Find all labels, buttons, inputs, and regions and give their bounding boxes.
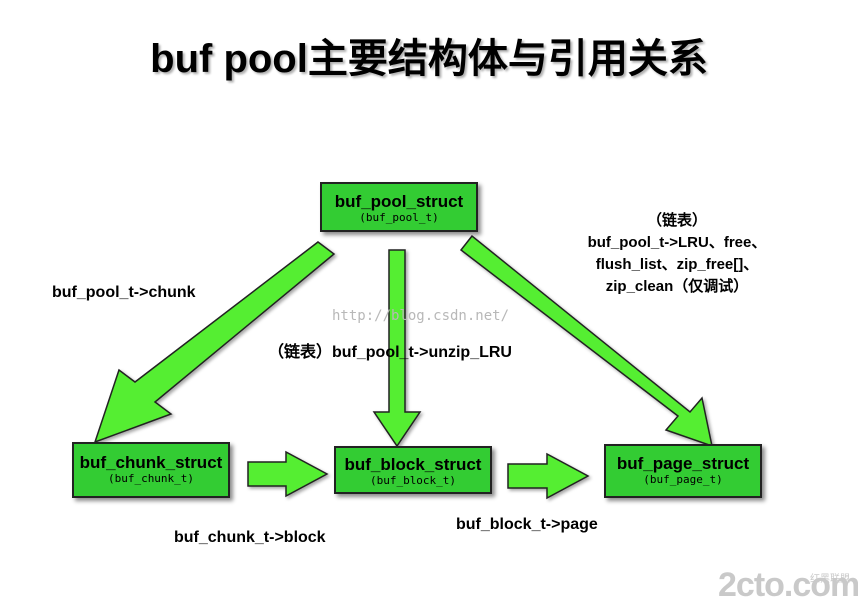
node-buf-pool-struct: buf_pool_struct (buf_pool_t) (320, 182, 478, 232)
node-buf-page-struct-name: buf_page_struct (616, 454, 750, 473)
node-buf-block-struct-name: buf_block_struct (344, 455, 482, 474)
label-pool-to-page-line: buf_pool_t->LRU、free、 (587, 234, 767, 251)
label-pool-to-chunk: buf_pool_t->chunk (52, 284, 196, 301)
node-buf-chunk-struct-name: buf_chunk_struct (79, 453, 223, 472)
site-logo-sub: 红黑联盟 (810, 574, 850, 585)
arrow-pool-to-page (459, 234, 714, 448)
node-buf-page-struct: buf_page_struct (buf_page_t) (604, 444, 762, 498)
arrow-pool-to-chunk (93, 241, 336, 444)
arrow-chunk-to-block (247, 450, 329, 498)
label-block-to-page: buf_block_t->page (456, 516, 598, 533)
arrow-pool-to-block (372, 249, 422, 448)
site-logo-brand: 2cto.com (718, 566, 858, 604)
node-buf-pool-struct-type: (buf_pool_t) (359, 211, 439, 224)
label-pool-to-page-line: zip_clean（仅调试） (605, 278, 749, 295)
label-chunk-to-block: buf_chunk_t->block (174, 529, 326, 546)
page-title: buf pool主要结构体与引用关系 (150, 37, 708, 81)
node-buf-pool-struct-name: buf_pool_struct (334, 192, 464, 211)
site-logo: 2cto.com 红黑联盟 (718, 566, 858, 610)
watermark-url: http://blog.csdn.net/ (332, 308, 510, 324)
label-pool-to-page-line: flush_list、zip_free[]、 (595, 256, 759, 273)
arrow-block-to-page (507, 452, 590, 500)
node-buf-block-struct: buf_block_struct (buf_block_t) (334, 446, 492, 494)
node-buf-page-struct-type: (buf_page_t) (643, 473, 723, 486)
node-buf-block-struct-type: (buf_block_t) (369, 474, 457, 487)
node-buf-chunk-struct-type: (buf_chunk_t) (107, 472, 195, 485)
label-pool-to-page: （链表） buf_pool_t->LRU、free、 flush_list、zi… (560, 210, 794, 298)
label-pool-to-block: （链表）buf_pool_t->unzip_LRU (268, 344, 512, 361)
node-buf-chunk-struct: buf_chunk_struct (buf_chunk_t) (72, 442, 230, 498)
label-pool-to-page-line: （链表） (646, 212, 707, 229)
